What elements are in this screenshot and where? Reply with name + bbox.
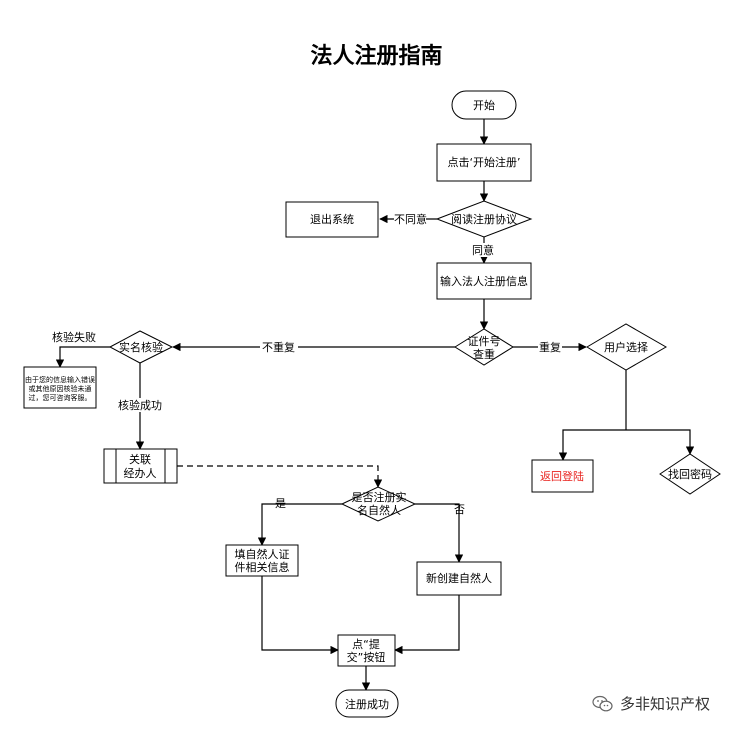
node-back-login-label: 返回登陆 (540, 469, 584, 483)
edge-label-agree: 同意 (472, 243, 494, 257)
node-id-check-label-1: 证件号 (468, 335, 501, 348)
node-submit-label-1: 点“提 (352, 638, 380, 651)
page-title: 法人注册指南 (310, 44, 443, 69)
edge-to-back-login (558, 429, 626, 461)
edge-to-find-password (626, 429, 695, 455)
connectors (55, 119, 695, 691)
edge-label-verify-fail: 核验失败 (52, 330, 96, 344)
node-realname: 实名核验 (108, 330, 174, 364)
watermark-text: 多非知识产权 (620, 695, 711, 713)
edge-realname-to-fail (55, 346, 110, 368)
node-link-agent: 关联 经办人 (103, 448, 178, 484)
node-create-person-label: 新创建自然人 (426, 571, 492, 585)
edge-fill-to-submit (261, 576, 339, 655)
node-read-agreement: 阅读注册协议 (435, 200, 533, 238)
node-read-agreement-label: 阅读注册协议 (451, 212, 517, 226)
node-is-registered-label-2: 名自然人 (357, 503, 401, 517)
edge-label-no: 否 (454, 503, 465, 516)
edge-decision-no (415, 503, 464, 563)
node-back-login: 返回登陆 (531, 459, 594, 493)
node-fail-note: 由于您的信息输入错误 或其他原因核验未通 过，您可咨询客服。 (23, 366, 97, 409)
node-start: 开始 (451, 90, 517, 120)
node-is-registered: 是否注册实 名自然人 (340, 486, 417, 522)
edge-label-disagree: 不同意 (394, 212, 427, 226)
node-start-label: 开始 (473, 98, 495, 112)
node-fail-note-line-3: 过，您可咨询客服。 (29, 393, 92, 402)
node-user-choice: 用户选择 (586, 323, 668, 371)
edge-labels: 不同意 同意 不重复 重复 核验失败 核验成功 是 否 (52, 212, 562, 516)
node-fill-info: 填自然人证 件相关信息 (225, 544, 299, 577)
node-id-check: 证件号 查重 (454, 328, 514, 366)
node-create-person: 新创建自然人 (416, 561, 502, 596)
node-click-start-label: 点击‘开始注册’ (448, 155, 521, 169)
node-fill-info-label-1: 填自然人证 (235, 547, 290, 561)
wechat-icon (592, 695, 613, 711)
node-fail-note-line-1: 由于您的信息输入错误 (25, 375, 95, 384)
node-submit: 点“提 交”按钮 (337, 634, 396, 667)
node-success: 注册成功 (335, 689, 399, 718)
node-input-info-label: 输入法人注册信息 (440, 274, 528, 288)
edge-decision-yes (257, 503, 342, 546)
node-find-password: 找回密码 (659, 453, 721, 495)
node-fill-info-label-2: 件相关信息 (235, 560, 290, 574)
edge-label-not-duplicate: 不重复 (262, 340, 295, 354)
watermark: 多非知识产权 (592, 693, 710, 714)
node-exit-label: 退出系统 (310, 212, 354, 226)
node-submit-label-2: 交”按钮 (347, 650, 386, 664)
node-exit: 退出系统 (285, 201, 379, 238)
edge-link-to-decision (177, 465, 383, 488)
edge-label-verify-success: 核验成功 (118, 398, 162, 412)
node-link-agent-label-2: 经办人 (124, 467, 157, 480)
edge-label-yes: 是 (275, 497, 286, 510)
node-id-check-label-2: 查重 (473, 347, 495, 361)
node-realname-label: 实名核验 (119, 340, 163, 354)
node-link-agent-label-1: 关联 (129, 452, 151, 466)
node-find-password-label: 找回密码 (668, 467, 712, 481)
edge-label-duplicate: 重复 (539, 340, 561, 354)
node-user-choice-label: 用户选择 (604, 340, 648, 354)
node-fail-note-line-2: 或其他原因核验未通 (29, 384, 92, 393)
node-success-label: 注册成功 (345, 697, 389, 711)
edge-create-to-submit (394, 595, 460, 655)
node-is-registered-label-1: 是否注册实 (352, 490, 407, 504)
node-click-start: 点击‘开始注册’ (436, 143, 532, 182)
node-input-info: 输入法人注册信息 (436, 262, 532, 300)
